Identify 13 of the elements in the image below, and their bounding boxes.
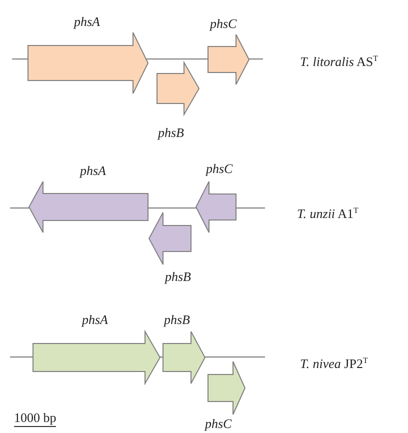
- gene-label: phsA: [80, 164, 106, 178]
- species-label: T. litoralis AS$^{T}$: [300, 54, 378, 69]
- gene-label: phsA: [82, 313, 108, 327]
- gene-label: phsA: [74, 15, 100, 29]
- gene-label: phsC: [206, 162, 233, 176]
- gene-label: phsB: [158, 126, 184, 140]
- gene-label: phsC: [205, 417, 232, 431]
- scale-bar: 1000 bp: [14, 411, 56, 427]
- gene-label: phsB: [165, 270, 191, 284]
- species-label: T. unzii A1$^{T}$: [297, 206, 358, 221]
- gene-label: phsC: [210, 17, 237, 31]
- species-label: T. nivea JP2$^{T}$: [300, 356, 368, 371]
- gene-label: phsB: [164, 313, 190, 327]
